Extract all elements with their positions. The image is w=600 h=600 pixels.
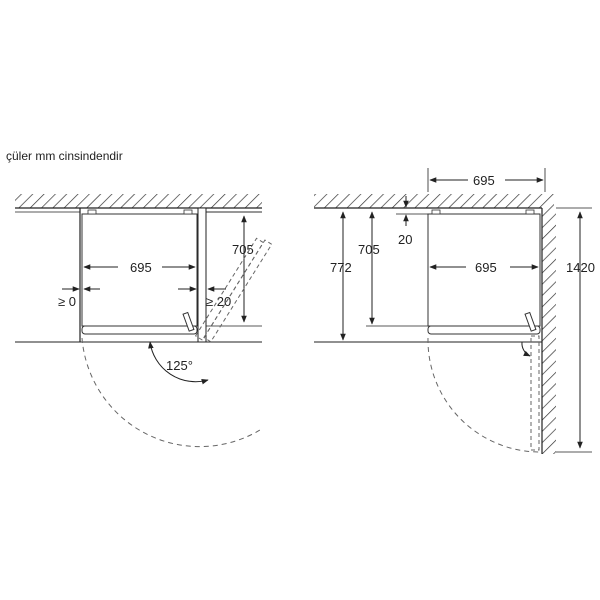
right-angle-arc bbox=[521, 341, 531, 357]
right-handle bbox=[524, 311, 537, 332]
left-door-swing bbox=[81, 337, 261, 448]
right-width-top-label: 695 bbox=[473, 173, 495, 188]
left-appliance bbox=[81, 213, 198, 327]
right-wall-hatch bbox=[542, 208, 556, 454]
right-total-depth-label: 772 bbox=[330, 260, 352, 275]
left-width-label: 695 bbox=[130, 260, 152, 275]
right-ceiling-hatch bbox=[314, 194, 554, 208]
left-view: 695 705 ≥ 0 ≥ 20 125° bbox=[15, 194, 273, 448]
right-open-door bbox=[530, 335, 540, 451]
units-note: çüler mm cinsindendir bbox=[6, 149, 123, 163]
right-width-inner-label: 695 bbox=[475, 260, 497, 275]
left-angle-arc bbox=[148, 341, 209, 385]
right-view: 695 695 20 705 772 1420 bbox=[314, 168, 595, 454]
right-height-label: 1420 bbox=[566, 260, 595, 275]
right-appliance bbox=[427, 213, 541, 327]
left-gap-label: ≥ 0 bbox=[58, 294, 76, 309]
left-wall-hatch bbox=[15, 194, 262, 208]
right-door bbox=[427, 325, 541, 335]
left-angle-label: 125° bbox=[166, 358, 193, 373]
right-depth-label: 705 bbox=[358, 242, 380, 257]
left-door bbox=[81, 325, 198, 335]
left-depth-label: 705 bbox=[232, 242, 254, 257]
left-handle bbox=[182, 311, 195, 332]
right-top-gap-label: 20 bbox=[398, 232, 412, 247]
left-open-door bbox=[194, 237, 273, 343]
right-gap-label: ≥ 20 bbox=[206, 294, 231, 309]
right-door-swing bbox=[427, 337, 541, 453]
